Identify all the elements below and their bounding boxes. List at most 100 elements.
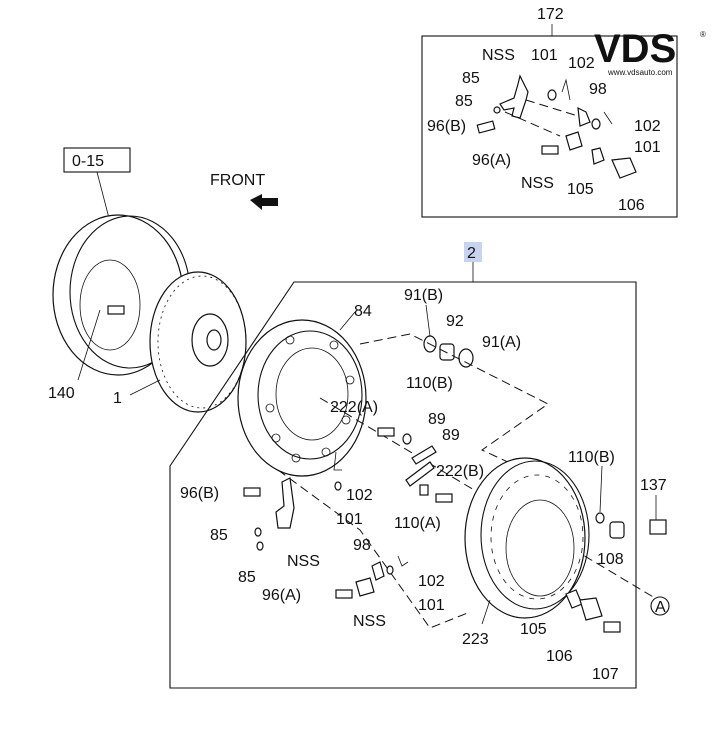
label-106-inset: 106 [618,197,645,214]
adjuster-inset [565,131,583,151]
label-91a: 91(A) [482,334,521,351]
label-101-main: 101 [336,511,363,528]
clutch-disc-rivets [157,275,247,409]
nut-98-inset [577,106,591,127]
nut-105 [565,589,583,609]
label-98-inset: 98 [589,81,607,98]
ref-a-label: A [655,599,666,616]
label-96b-inset: 96(B) [427,118,466,135]
clip-110a [419,484,429,496]
label-108: 108 [597,551,624,568]
clutch-cover-84 [237,319,367,477]
clutch-disc: 1 [113,271,247,413]
label-nss-main-1: NSS [287,553,320,570]
leader-110b-2 [599,465,603,513]
pin-102b-main [397,555,409,567]
label-89-1: 89 [428,411,446,428]
dash-path-2 [277,469,471,629]
inset-detail-172: 172 NSS 101 102 85 85 98 96(B) 102 101 9… [421,6,678,218]
nut-98-main [371,561,385,581]
inset-title: 172 [537,6,564,23]
pressure-plate-223 [464,457,586,619]
bolt-222b [435,493,453,503]
label-101-main-2: 101 [418,597,445,614]
plate-106-inset [611,157,637,179]
spring-pin-102-inset [561,78,571,101]
assembly-badge [464,242,482,262]
front-arrow-icon [250,194,278,210]
release-bracket-nss [275,477,295,529]
release-bracket-inset [499,74,529,119]
nut-105-inset [591,147,605,165]
pin-85b [256,541,264,551]
spring-92 [439,343,455,361]
spring-pin-102b-inset [603,111,613,125]
bolt-96b [243,487,261,497]
leader-140 [77,309,101,381]
label-101-inset-1: 101 [531,47,558,64]
label-96b: 96(B) [180,485,219,502]
inset-dash-2 [525,99,579,117]
label-92: 92 [446,313,464,330]
clutch-cover-inner [257,330,363,460]
label-222a: 222(A) [330,399,378,416]
logo-url: www.vdsauto.com [607,68,673,77]
label-101-inset-2: 101 [634,139,661,156]
washer-110b-b [595,512,605,524]
label-110b-1: 110(B) [406,375,453,392]
label-98-main: 98 [353,537,371,554]
bolt-96a-main [335,589,353,599]
leader-91b [425,304,431,337]
plate-106 [579,597,603,621]
label-105: 105 [520,621,547,638]
bolt-96b-inset [476,120,496,134]
front-label: FRONT [210,172,265,189]
clutch-disc-spline [206,329,222,351]
assembly-frame [169,281,637,689]
clutch-cover-opening [275,347,349,441]
washer-101b-main [386,565,394,575]
label-140: 140 [48,385,75,402]
bolt-107 [603,621,621,633]
label-107: 107 [592,666,619,683]
label-nss-main-2: NSS [353,613,386,630]
washer-110b-a [402,433,412,445]
inset-frame [421,35,678,218]
leader-223 [481,599,491,625]
label-85-2: 85 [238,569,256,586]
leader-1 [129,379,161,396]
label-1: 1 [113,390,122,407]
label-91b: 91(B) [404,287,443,304]
pin-85a [254,527,262,537]
shim-89a [411,445,437,465]
label-222b: 222(B) [436,463,484,480]
label-96a-inset: 96(A) [472,152,511,169]
label-110a: 110(A) [394,515,441,532]
logo-brand: VDS [594,27,676,71]
centerline-a [319,397,656,599]
label-85-inset-2: 85 [455,93,473,110]
label-85-1: 85 [210,527,228,544]
label-102-main: 102 [346,487,373,504]
shim-89b [405,461,435,487]
bolt-96a-inset [541,145,559,155]
bolt-222a [377,427,395,437]
pin-102-main [333,451,342,471]
washer-101b-inset [591,118,601,130]
label-105-inset: 105 [567,181,594,198]
pilot-bearing-140 [107,305,125,315]
assembly-2: 2 84 91(B) 92 91(A) 110(B) [169,242,670,689]
label-223: 223 [462,631,489,648]
clutch-cover-bolts [265,335,355,463]
dash-path-1 [359,333,549,465]
label-nss-inset-2: NSS [521,175,554,192]
bushing-91a [458,348,474,368]
assembly-badge-number: 2 [467,245,476,262]
nut-108 [609,521,625,539]
pressure-plate-rim [480,460,590,610]
pin-85-inset [493,106,501,114]
ref-leader-0-15 [96,171,111,223]
leader-84 [339,311,356,331]
flywheel-face [79,259,141,351]
